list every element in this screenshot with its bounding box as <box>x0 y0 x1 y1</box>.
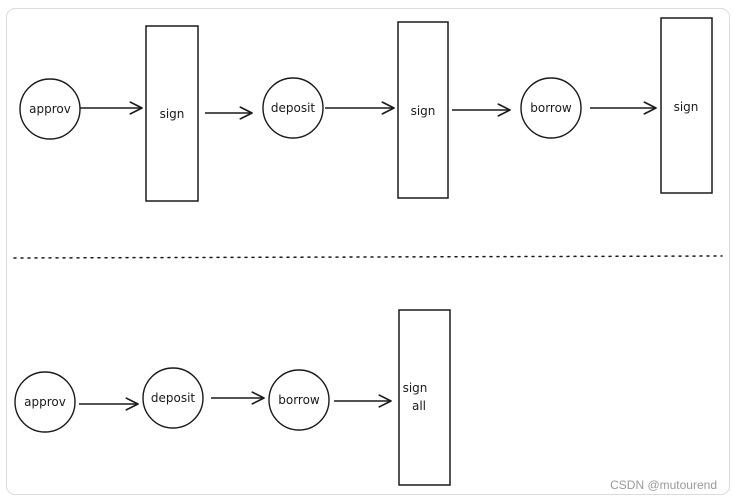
bottom-borrow-node: borrow <box>268 369 330 431</box>
bottom-borrow-label: borrow <box>278 393 320 407</box>
top-flow: approv sign deposit sign borrow sign <box>19 17 713 202</box>
bottom-flow: approv deposit borrow sign all <box>14 309 451 486</box>
top-sign-box-2: sign <box>397 21 449 199</box>
dotted-divider <box>13 255 723 259</box>
top-approve-label: approv <box>29 102 71 116</box>
top-borrow-node: borrow <box>520 77 582 139</box>
top-deposit-node: deposit <box>262 77 324 139</box>
top-deposit-label: deposit <box>271 101 316 115</box>
bottom-deposit-node: deposit <box>142 367 204 429</box>
diagram-frame <box>6 8 730 495</box>
bottom-deposit-label: deposit <box>151 391 196 405</box>
top-sign-box-1: sign <box>145 25 199 202</box>
top-sign-label-1: sign <box>160 107 185 121</box>
bottom-sign-all-label-line2: all <box>412 399 426 413</box>
top-borrow-label: borrow <box>530 101 572 115</box>
watermark-text: CSDN @mutourend <box>610 478 717 492</box>
bottom-sign-all-box: sign all <box>398 309 451 486</box>
bottom-sign-all-label-line1: sign <box>403 381 428 395</box>
bottom-approve-label: approv <box>24 395 66 409</box>
top-approve-node: approv <box>19 78 81 140</box>
bottom-approve-node: approv <box>14 371 76 433</box>
top-sign-label-3: sign <box>674 100 699 114</box>
top-sign-label-2: sign <box>411 104 436 118</box>
top-sign-box-3: sign <box>660 17 713 194</box>
